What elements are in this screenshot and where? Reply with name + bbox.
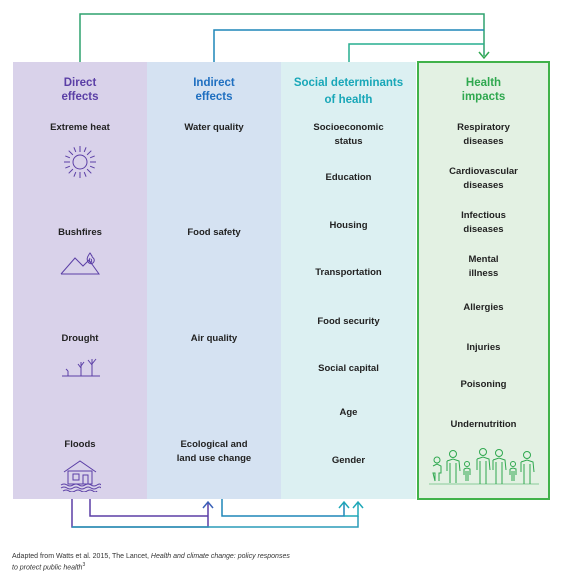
direct-to-social-bottom-line — [89, 499, 208, 517]
health-impacts-heading: Health impacts — [419, 76, 548, 104]
item-respiratory-line1: Respiratory — [457, 122, 510, 133]
social-determinants-heading: Social determinants of health — [281, 76, 416, 107]
item-mental-line2: illness — [468, 268, 499, 279]
item-gender: Gender — [331, 455, 366, 466]
item-ecological-land-use-line2: land use change — [176, 453, 252, 464]
bushfire-icon — [60, 252, 100, 275]
item-food-security: Food security — [317, 316, 380, 327]
item-cardiovascular-line2: diseases — [463, 180, 504, 191]
item-undernutrition: Undernutrition — [450, 419, 517, 430]
caption-text: Adapted from Watts et al. 2015, The Lanc… — [12, 553, 151, 560]
heading-line: impacts — [461, 91, 506, 103]
item-respiratory-line2: diseases — [463, 136, 504, 147]
item-age: Age — [339, 407, 358, 418]
indirect-to-social-bottom-arrow — [221, 499, 345, 517]
item-injuries: Injuries — [466, 342, 501, 353]
item-allergies: Allergies — [463, 302, 504, 313]
indirect-to-health-arrow — [213, 29, 484, 62]
caption-line-2: to protect public health3 — [12, 561, 290, 572]
caption-line-1: Adapted from Watts et al. 2015, The Lanc… — [12, 552, 290, 561]
direct-effects-column: Direct effects Extreme heat Bushfires Dr… — [13, 62, 147, 499]
social-arrowhead-1 — [338, 500, 350, 509]
direct-to-indirect-bottom-arrow — [71, 499, 209, 528]
social-to-health-arrow — [348, 43, 484, 62]
item-socioeconomic-line2: status — [334, 136, 363, 147]
direct-to-indirect-long — [72, 516, 359, 528]
item-housing: Housing — [329, 220, 368, 231]
bottom-connectors — [71, 499, 364, 528]
item-poisoning: Poisoning — [460, 379, 507, 390]
caption-italic-title: Health and climate change: policy respon… — [150, 553, 290, 560]
item-infectious-line2: diseases — [463, 224, 504, 235]
heading-line: Indirect — [193, 77, 235, 89]
heading-line: Direct — [63, 77, 97, 89]
caption-italic-title-cont: to protect public health — [12, 564, 83, 572]
drought-icon — [62, 358, 100, 377]
sun-icon — [64, 146, 96, 178]
top-connectors — [79, 13, 490, 62]
item-education: Education — [325, 172, 372, 183]
indirect-effects-column: Indirect effects Water quality Food safe… — [147, 62, 281, 499]
item-extreme-heat: Extreme heat — [50, 122, 110, 133]
flood-house-icon — [60, 460, 101, 492]
heading-line: of health — [324, 94, 373, 106]
heading-line: Health — [465, 77, 502, 89]
item-bushfires: Bushfires — [58, 227, 102, 238]
item-drought: Drought — [61, 333, 99, 344]
item-transportation: Transportation — [315, 267, 382, 278]
direct-to-indirect-head — [202, 500, 214, 509]
heading-line: effects — [61, 91, 99, 103]
direct-to-health-arrow — [79, 13, 485, 62]
item-socioeconomic-line1: Socioeconomic — [313, 122, 384, 133]
health-impacts-column: Health impacts Respiratory diseases Card… — [417, 61, 550, 500]
family-icon — [429, 448, 539, 485]
heading-line: effects — [195, 91, 233, 103]
source-caption: Adapted from Watts et al. 2015, The Lanc… — [12, 552, 290, 572]
item-cardiovascular-line1: Cardiovascular — [449, 166, 518, 177]
item-floods: Floods — [64, 439, 96, 450]
item-air-quality: Air quality — [190, 333, 238, 344]
social-arrowhead-2 — [352, 500, 364, 509]
direct-effects-heading: Direct effects — [13, 76, 147, 104]
item-mental-line1: Mental — [468, 254, 499, 265]
social-determinants-column: Social determinants of health Socioecono… — [281, 62, 416, 499]
item-ecological-land-use-line1: Ecological and — [180, 439, 248, 450]
indirect-effects-heading: Indirect effects — [147, 76, 281, 104]
item-food-safety: Food safety — [187, 227, 241, 238]
item-infectious-line1: Infectious — [461, 210, 506, 221]
caption-superscript: 3 — [82, 562, 86, 568]
item-social-capital: Social capital — [318, 363, 379, 374]
heading-line: Social determinants — [293, 77, 404, 89]
health-arrowhead — [478, 51, 490, 60]
item-water-quality: Water quality — [184, 122, 244, 133]
